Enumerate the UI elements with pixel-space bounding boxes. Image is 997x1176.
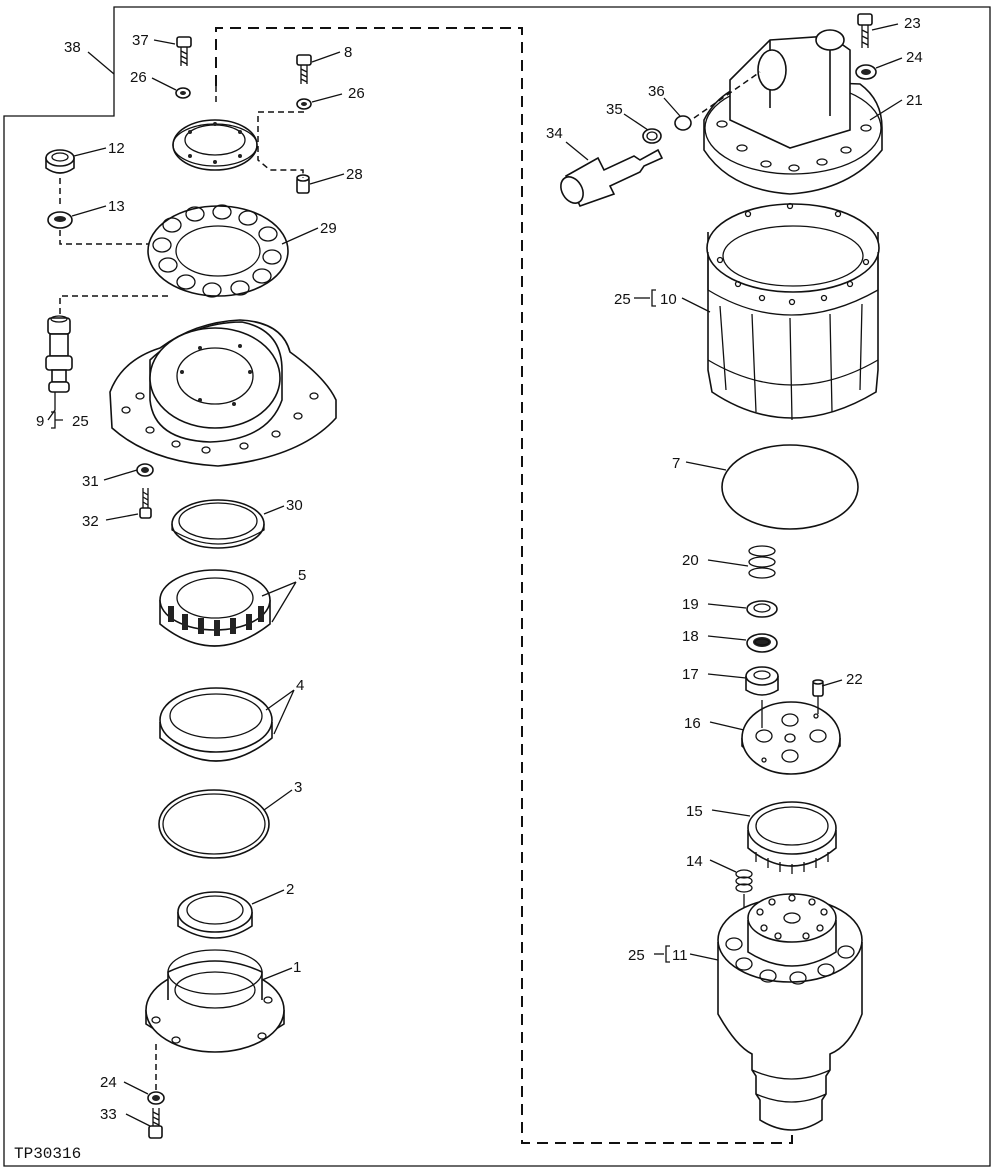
dashed-line-29-9 bbox=[59, 295, 168, 318]
callout-9: 9 bbox=[36, 413, 44, 430]
part-30-ring bbox=[171, 499, 265, 549]
callout-14: 14 bbox=[686, 853, 703, 870]
part-9-spool bbox=[45, 315, 73, 393]
part-3-o-ring bbox=[158, 789, 270, 859]
part-26-washer-right bbox=[296, 98, 312, 110]
part-29-valve-plate bbox=[147, 204, 289, 298]
callout-21: 21 bbox=[906, 92, 923, 109]
bracket-25-10 bbox=[651, 289, 656, 307]
callout-25-bottom: 25 bbox=[628, 947, 645, 964]
part-7-gasket bbox=[721, 444, 859, 530]
part-housing-flange bbox=[109, 319, 337, 467]
callout-10: 10 bbox=[660, 291, 677, 308]
callout-11: 11 bbox=[672, 947, 688, 964]
part-14-spring bbox=[735, 869, 753, 893]
callout-17: 17 bbox=[682, 666, 699, 683]
part-36-o-ring bbox=[674, 115, 692, 131]
callout-13: 13 bbox=[108, 198, 125, 215]
dashed-line-12-13 bbox=[59, 178, 160, 245]
callout-8: 8 bbox=[344, 44, 352, 61]
callout-23: 23 bbox=[904, 15, 921, 32]
callout-22: 22 bbox=[846, 671, 863, 688]
callout-33: 33 bbox=[100, 1106, 117, 1123]
callout-26-left: 26 bbox=[130, 69, 147, 86]
part-37-cap-screw bbox=[176, 36, 192, 66]
part-17-piston bbox=[745, 666, 779, 696]
callout-37: 37 bbox=[132, 32, 149, 49]
part-26-washer-left bbox=[175, 87, 191, 99]
part-22-pin bbox=[812, 679, 824, 697]
callout-35: 35 bbox=[606, 101, 623, 118]
part-16-plate bbox=[741, 701, 841, 775]
callout-5: 5 bbox=[298, 567, 306, 584]
part-12-plug bbox=[45, 149, 75, 174]
callout-26-right: 26 bbox=[348, 85, 365, 102]
callout-29: 29 bbox=[320, 220, 337, 237]
callout-16: 16 bbox=[684, 715, 701, 732]
bracket-25-11 bbox=[665, 945, 670, 963]
callout-36: 36 bbox=[648, 83, 665, 100]
part-23-screw bbox=[857, 13, 873, 48]
part-19-washer bbox=[746, 600, 778, 618]
part-8-cap-screw bbox=[296, 54, 312, 84]
callout-12: 12 bbox=[108, 140, 125, 157]
callout-2: 2 bbox=[286, 881, 294, 898]
callout-1: 1 bbox=[293, 959, 301, 976]
part-20-spring bbox=[748, 545, 776, 579]
part-24-washer-left bbox=[147, 1091, 165, 1105]
part-21-motor-cover bbox=[703, 29, 883, 195]
part-2-seal bbox=[177, 891, 253, 939]
dashed-boundary-line bbox=[215, 27, 793, 1144]
bracket-9-25 bbox=[51, 411, 63, 429]
part-24-washer-right bbox=[855, 64, 877, 80]
callout-3: 3 bbox=[294, 779, 302, 796]
part-4-race bbox=[159, 687, 273, 762]
dashed-line-valve bbox=[693, 71, 761, 119]
dashed-line-17-16 bbox=[761, 696, 819, 728]
callout-20: 20 bbox=[682, 552, 699, 569]
part-35-o-ring bbox=[642, 128, 662, 144]
part-31-washer bbox=[136, 463, 154, 477]
dashed-line-cover bbox=[257, 111, 304, 178]
callout-30: 30 bbox=[286, 497, 303, 514]
callout-25-left: 25 bbox=[72, 413, 89, 430]
callout-34: 34 bbox=[546, 125, 563, 142]
callout-25-mid: 25 bbox=[614, 291, 631, 308]
callout-19: 19 bbox=[682, 596, 699, 613]
callout-28: 28 bbox=[346, 166, 363, 183]
figure-id: TP30316 bbox=[14, 1145, 81, 1163]
callout-18: 18 bbox=[682, 628, 699, 645]
callout-15: 15 bbox=[686, 803, 703, 820]
callout-31: 31 bbox=[82, 473, 99, 490]
part-5-bearing bbox=[159, 569, 271, 647]
callout-24-right: 24 bbox=[906, 49, 923, 66]
callout-24-left: 24 bbox=[100, 1074, 117, 1091]
diagram-frame bbox=[3, 6, 991, 1167]
leader-lines bbox=[47, 23, 903, 1127]
part-1-housing bbox=[145, 949, 285, 1053]
part-33-screw bbox=[148, 1108, 163, 1139]
callout-32: 32 bbox=[82, 513, 99, 530]
part-32-screw bbox=[139, 488, 152, 519]
part-11-cylinder-block bbox=[717, 893, 863, 1131]
callout-7: 7 bbox=[672, 455, 680, 472]
part-13-seal bbox=[47, 211, 73, 229]
part-34-relief-valve bbox=[560, 148, 664, 207]
part-cover-plate bbox=[172, 119, 258, 171]
part-15-spline-ring bbox=[747, 801, 837, 874]
callout-38: 38 bbox=[64, 39, 81, 56]
part-18-ring bbox=[746, 633, 778, 653]
callout-4: 4 bbox=[296, 677, 304, 694]
part-10-casing bbox=[706, 202, 880, 421]
